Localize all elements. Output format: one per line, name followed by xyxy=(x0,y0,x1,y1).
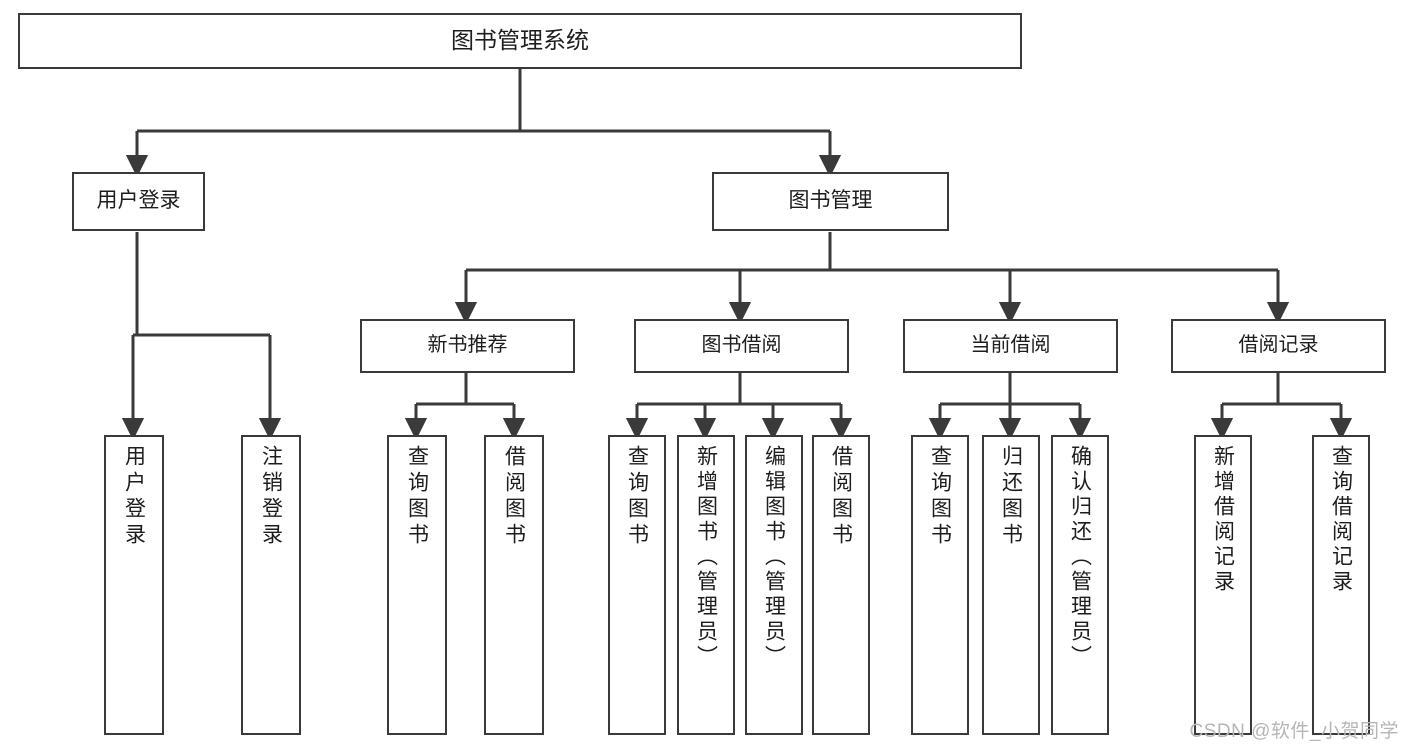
node-user-login-label: 用户登录 xyxy=(96,189,181,213)
leaf-borrow-book-recommend[interactable]: 借阅图书 xyxy=(484,435,544,735)
leaf-return-book[interactable]: 归还图书 xyxy=(982,435,1040,735)
leaf-logout[interactable]: 注销登录 xyxy=(241,435,301,735)
node-user-login[interactable]: 用户登录 xyxy=(72,172,205,231)
leaf-logout-label: 注销登录 xyxy=(259,445,283,549)
node-book-borrow[interactable]: 图书借阅 xyxy=(634,319,849,373)
node-book-management-label: 图书管理 xyxy=(788,189,873,213)
leaf-query-borrow-record[interactable]: 查询借阅记录 xyxy=(1312,435,1370,735)
leaf-return-book-label: 归还图书 xyxy=(999,445,1023,549)
csdn-watermark: CSDN @软件_小贺同学 xyxy=(1189,721,1399,742)
leaf-add-borrow-record-label: 新增借阅记录 xyxy=(1211,445,1235,595)
node-new-book-recommend-label: 新书推荐 xyxy=(427,334,508,357)
leaf-user-login-label: 用户登录 xyxy=(122,445,146,549)
leaf-query-book-current-label: 查询图书 xyxy=(928,445,952,549)
leaf-edit-book-admin[interactable]: 编辑图书（管理员） xyxy=(745,435,803,735)
leaf-borrow-book[interactable]: 借阅图书 xyxy=(812,435,870,735)
node-borrow-records-label: 借阅记录 xyxy=(1238,334,1319,357)
leaf-query-book-borrow-label: 查询图书 xyxy=(625,445,649,549)
leaf-user-login[interactable]: 用户登录 xyxy=(104,435,164,735)
node-root-label: 图书管理系统 xyxy=(451,27,589,54)
leaf-add-book-admin[interactable]: 新增图书（管理员） xyxy=(677,435,735,735)
leaf-edit-book-admin-label: 编辑图书（管理员） xyxy=(762,445,786,670)
leaf-add-borrow-record[interactable]: 新增借阅记录 xyxy=(1194,435,1252,735)
leaf-query-book-recommend-label: 查询图书 xyxy=(405,445,429,549)
leaf-borrow-book-recommend-label: 借阅图书 xyxy=(502,445,526,549)
leaf-query-book-current[interactable]: 查询图书 xyxy=(911,435,969,735)
node-borrow-records[interactable]: 借阅记录 xyxy=(1171,319,1386,373)
leaf-query-book-recommend[interactable]: 查询图书 xyxy=(387,435,447,735)
leaf-add-book-admin-label: 新增图书（管理员） xyxy=(694,445,718,670)
leaf-confirm-return-admin-label: 确认归还（管理员） xyxy=(1068,445,1092,670)
node-current-borrow-label: 当前借阅 xyxy=(970,334,1051,357)
node-new-book-recommend[interactable]: 新书推荐 xyxy=(360,319,575,373)
node-root[interactable]: 图书管理系统 xyxy=(18,13,1022,69)
leaf-query-borrow-record-label: 查询借阅记录 xyxy=(1329,445,1353,595)
node-book-management[interactable]: 图书管理 xyxy=(712,172,949,231)
leaf-query-book-borrow[interactable]: 查询图书 xyxy=(608,435,666,735)
leaf-borrow-book-label: 借阅图书 xyxy=(829,445,853,549)
node-current-borrow[interactable]: 当前借阅 xyxy=(903,319,1118,373)
leaf-confirm-return-admin[interactable]: 确认归还（管理员） xyxy=(1051,435,1109,735)
node-book-borrow-label: 图书借阅 xyxy=(701,334,782,357)
